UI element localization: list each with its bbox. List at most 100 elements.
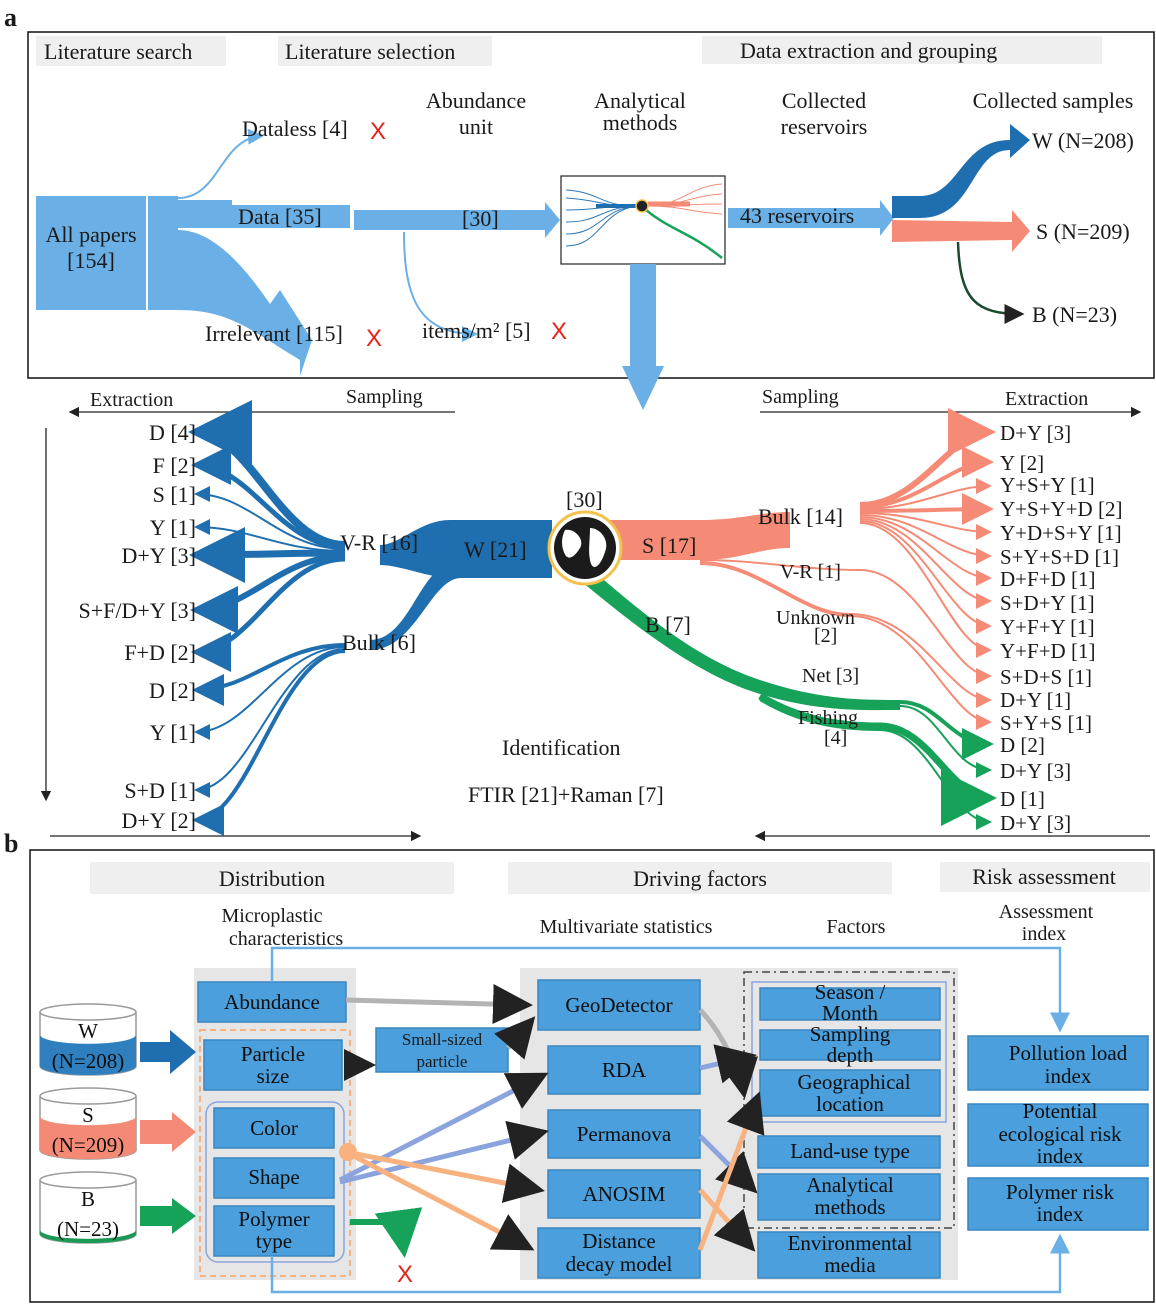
- all-papers-block: [36, 196, 146, 310]
- shape-color-node: [339, 1143, 357, 1161]
- flow-irrelevant: [178, 230, 312, 376]
- box-prisk-label-2: index: [1037, 1202, 1084, 1226]
- box-small-label-2: particle: [417, 1052, 468, 1071]
- header-literature-search: Literature search: [44, 39, 192, 64]
- sample-count: (N=23): [57, 1217, 119, 1241]
- box-particle-size: [203, 1039, 343, 1091]
- sample-cylinder-b: B(N=23): [39, 1171, 137, 1244]
- flow-items-m2: [403, 231, 478, 342]
- flow-data: [178, 205, 350, 228]
- right-leaf-label: Y+S+Y [1]: [1000, 473, 1095, 497]
- box-permanova: [547, 1109, 701, 1159]
- box-color: [213, 1107, 335, 1149]
- b-fishing: Fishing: [798, 707, 858, 729]
- title-methods: methods: [603, 110, 678, 135]
- box-methods-label: Analytical: [806, 1173, 894, 1197]
- w-vr: V-R [16]: [340, 530, 418, 555]
- left-leaf-label: F [2]: [153, 453, 196, 478]
- box-particle-label: Particle: [241, 1042, 305, 1066]
- right-leaf-label: D [1]: [1000, 787, 1045, 811]
- box-peri-label-3: index: [1037, 1144, 1084, 1168]
- left-leaf-labels: D [4]F [2]S [1]Y [1]D+Y [3]S+F/D+Y [3]F+…: [78, 420, 196, 833]
- right-leaf-label: S+D+Y [1]: [1000, 591, 1095, 615]
- flow-dataless: [177, 128, 264, 199]
- panel-a-frame: [27, 31, 1155, 379]
- identification-methods: FTIR [21]+Raman [7]: [468, 782, 664, 807]
- right-leaf-labels: D+Y [3]Y [2]Y+S+Y [1]Y+S+Y+D [2]Y+D+S+Y …: [1000, 421, 1122, 835]
- node-irrelevant: Irrelevant [115]: [205, 321, 343, 346]
- left-leaf-label: S+F/D+Y [3]: [78, 598, 196, 623]
- reject-items-m2: X: [551, 318, 567, 345]
- sub-factors: Factors: [827, 916, 886, 938]
- title-unit: unit: [459, 114, 493, 139]
- right-leaf-label: D+Y [3]: [1000, 811, 1071, 835]
- box-depth: [759, 1029, 941, 1061]
- header-bg-selection: [278, 36, 492, 66]
- header-bg-search: [36, 36, 226, 66]
- right-leaf-label: Y+D+S+Y [1]: [1000, 521, 1122, 545]
- box-ddm-label: Distance: [582, 1229, 655, 1253]
- w-bulk: Bulk [6]: [342, 630, 416, 655]
- sample-count: (N=209): [52, 1133, 125, 1157]
- globe-icon: [547, 510, 623, 586]
- box-ddm-label-2: decay model: [566, 1252, 673, 1276]
- s-bulk: Bulk [14]: [758, 504, 843, 529]
- box-season-label-2: Month: [822, 1001, 879, 1025]
- box-geo-label-2: location: [816, 1092, 884, 1116]
- right-leaf-label: S+Y+S+D [1]: [1000, 545, 1119, 569]
- sub-multivariate: Multivariate statistics: [540, 916, 713, 938]
- box-polymer-risk: [967, 1177, 1149, 1231]
- sample-count: (N=208): [52, 1049, 125, 1073]
- flow-reservoirs: [728, 200, 894, 236]
- box-pli-label-2: index: [1045, 1064, 1092, 1088]
- box-geo-location: [759, 1069, 941, 1117]
- left-leaf-label: F+D [2]: [124, 640, 196, 665]
- box-small-particle: [375, 1027, 509, 1073]
- arrow-w-input: [140, 1030, 196, 1074]
- box-shape-label: Shape: [248, 1165, 299, 1189]
- node-items-m2: items/m² [5]: [422, 318, 531, 343]
- right-leaf-label: D+Y [3]: [1000, 759, 1071, 783]
- box-pollution-load: [967, 1035, 1149, 1091]
- reject-polymer: X: [397, 1261, 413, 1288]
- connector-arrows: [270, 946, 1070, 1294]
- header-literature-selection: Literature selection: [285, 39, 455, 64]
- sub-characteristics: characteristics: [229, 928, 344, 950]
- b-sankey: [582, 568, 997, 830]
- box-prisk-label: Polymer risk: [1006, 1180, 1114, 1204]
- left-leaf-label: D+Y [2]: [121, 808, 196, 833]
- box-anosim-label: ANOSIM: [583, 1182, 666, 1206]
- right-leaf-label: D+Y [3]: [1000, 421, 1071, 445]
- node-dataless: Dataless [4]: [242, 116, 348, 141]
- box-peri-label: Potential: [1023, 1099, 1098, 1123]
- left-leaf-label: Y [1]: [150, 720, 196, 745]
- panel-b-frame: [29, 849, 1155, 1303]
- box-environmental-media: [757, 1231, 941, 1279]
- box-peri-label-2: ecological risk: [998, 1122, 1122, 1146]
- header-distribution: Distribution: [219, 866, 325, 891]
- box-depth-label: Sampling: [810, 1022, 891, 1046]
- right-leaf-label: D [2]: [1000, 733, 1045, 757]
- box-season-label: Season /: [815, 980, 886, 1004]
- flow-s: [892, 210, 1030, 252]
- box-landuse-label: Land-use type: [790, 1139, 910, 1163]
- all-papers-label: All papers: [45, 222, 136, 247]
- header-bg-distribution: [90, 862, 454, 894]
- sub-index: index: [1022, 923, 1066, 945]
- box-polymer-label: Polymer: [238, 1207, 309, 1231]
- sample-name: W: [78, 1019, 98, 1043]
- s-vr: V-R [1]: [780, 561, 841, 583]
- box-depth-label-2: depth: [827, 1043, 874, 1067]
- box-geodetector: [537, 979, 701, 1031]
- box-media-label: Environmental: [788, 1231, 913, 1255]
- box-geodetector-label: GeoDetector: [565, 993, 672, 1017]
- title-abundance: Abundance: [426, 88, 526, 113]
- header-bg-risk: [940, 862, 1150, 892]
- right-leaf-label: D+F+D [1]: [1000, 567, 1095, 591]
- label-extraction-left: Extraction: [90, 389, 173, 411]
- s-unknown-count: [2]: [814, 625, 837, 647]
- box-potential-risk: [967, 1103, 1149, 1167]
- right-leaf-label: D+Y [1]: [1000, 688, 1071, 712]
- center-w: W [21]: [464, 537, 527, 562]
